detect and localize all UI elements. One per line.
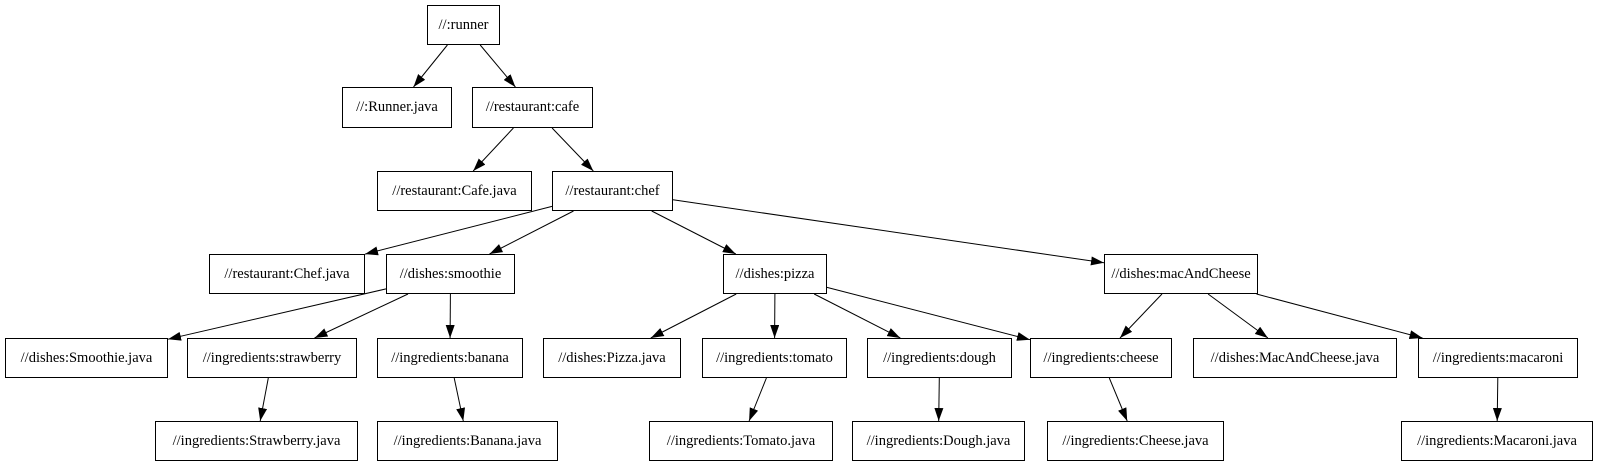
graph-edge-pizza-to-pizza-java (650, 293, 737, 339)
graph-node-strawberry-java: //ingredients:Strawberry.java (155, 421, 358, 461)
graph-node-banana: //ingredients:banana (377, 338, 523, 378)
graph-node-mac-and-cheese-java: //dishes:MacAndCheese.java (1193, 338, 1397, 378)
graph-node-cheese-java: //ingredients:Cheese.java (1047, 421, 1224, 461)
graph-edge-runner-to-runner-java (413, 44, 448, 88)
graph-node-dough: //ingredients:dough (867, 338, 1012, 378)
graph-node-macaroni: //ingredients:macaroni (1418, 338, 1578, 378)
graph-edge-dough-to-dough-java (934, 377, 944, 422)
graph-node-runner-java: //:Runner.java (342, 87, 452, 128)
graph-node-runner: //:runner (427, 5, 500, 45)
graph-edge-runner-to-cafe (479, 44, 516, 88)
graph-node-cheese: //ingredients:cheese (1030, 338, 1172, 378)
graph-node-chef: //restaurant:chef (552, 171, 673, 211)
graph-node-tomato: //ingredients:tomato (702, 338, 847, 378)
graph-edge-tomato-to-tomato-java (748, 377, 767, 422)
graph-edge-chef-to-smoothie (489, 210, 574, 255)
graph-node-macaroni-java: //ingredients:Macaroni.java (1401, 421, 1593, 461)
graph-edge-smoothie-to-strawberry (314, 293, 409, 339)
graph-edge-cheese-to-cheese-java (1108, 377, 1128, 422)
graph-edge-macaroni-to-macaroni-java (1492, 377, 1502, 422)
graph-node-pizza: //dishes:pizza (723, 254, 827, 294)
graph-edge-mac-and-cheese-to-macaroni (1256, 293, 1423, 340)
graph-node-strawberry: //ingredients:strawberry (187, 338, 357, 378)
graph-node-smoothie: //dishes:smoothie (386, 254, 515, 294)
graph-edge-chef-to-pizza (651, 210, 737, 255)
graph-node-tomato-java: //ingredients:Tomato.java (649, 421, 833, 461)
graph-edge-banana-to-banana-java (453, 377, 466, 422)
graph-node-mac-and-cheese: //dishes:macAndCheese (1104, 254, 1258, 294)
graph-edge-mac-and-cheese-to-mac-and-cheese-java (1207, 293, 1269, 339)
graph-edge-cafe-to-chef (551, 127, 594, 172)
graph-edge-pizza-to-cheese (826, 286, 1031, 341)
graph-edge-chef-to-mac-and-cheese (672, 199, 1105, 266)
graph-node-cafe-java: //restaurant:Cafe.java (377, 171, 532, 211)
graph-node-cafe: //restaurant:cafe (472, 87, 593, 128)
graph-node-pizza-java: //dishes:Pizza.java (543, 338, 681, 378)
graph-edge-smoothie-to-smoothie-java (167, 288, 387, 341)
graph-node-chef-java: //restaurant:Chef.java (209, 254, 365, 294)
graph-edge-cafe-to-cafe-java (472, 127, 514, 172)
graph-node-smoothie-java: //dishes:Smoothie.java (5, 338, 168, 378)
graph-edge-chef-to-chef-java (364, 205, 553, 256)
graph-node-banana-java: //ingredients:Banana.java (377, 421, 558, 461)
graph-edge-strawberry-to-strawberry-java (258, 377, 269, 422)
graph-node-dough-java: //ingredients:Dough.java (852, 421, 1025, 461)
graph-edges (167, 44, 1502, 422)
graph-edge-pizza-to-dough (813, 293, 901, 339)
graph-edge-mac-and-cheese-to-cheese (1119, 293, 1163, 339)
